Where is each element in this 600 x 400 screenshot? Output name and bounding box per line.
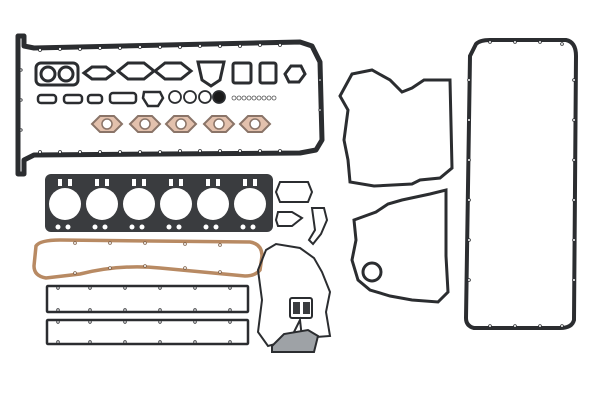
oil-pan-gasket-large-left [15, 33, 325, 177]
manifold-gaskets-top-row [34, 60, 307, 88]
valve-cover-gasket-cork [32, 238, 264, 280]
side-cover-gaskets [45, 284, 250, 346]
cylinder-head-gasket-6cyl [45, 174, 273, 232]
oil-pan-gasket-right [463, 38, 579, 330]
exhaust-gaskets-copper [90, 115, 272, 133]
o-rings [168, 90, 226, 104]
small-cover-gaskets-center [256, 181, 332, 353]
small-flange-gaskets [36, 90, 165, 108]
timing-cover-gaskets [338, 68, 454, 304]
small-o-ring-strip [231, 95, 277, 101]
